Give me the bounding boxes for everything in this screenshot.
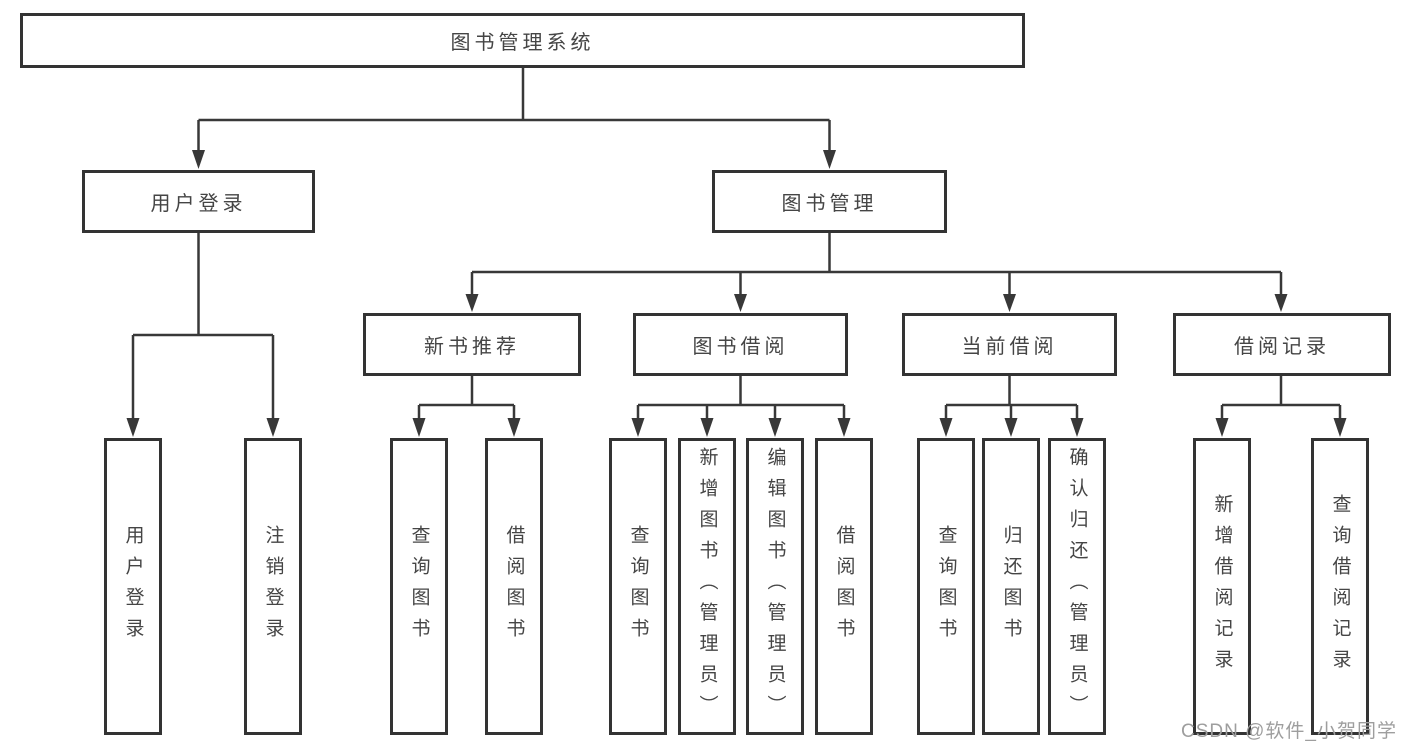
leaf-query-borrow-record: 查询借阅记录 bbox=[1311, 438, 1369, 735]
leaf-borrow-books-recommend: 借阅图书 bbox=[485, 438, 543, 735]
leaf-confirm-return-admin-label: 确认归还（管理员） bbox=[1066, 447, 1088, 726]
leaf-return-books: 归还图书 bbox=[982, 438, 1040, 735]
leaf-query-books-borrowing: 查询图书 bbox=[609, 438, 667, 735]
leaf-add-books-admin-label: 新增图书（管理员） bbox=[696, 447, 718, 726]
leaf-logout-login-label: 注销登录 bbox=[262, 524, 284, 649]
leaf-user-login-label: 用户登录 bbox=[122, 524, 144, 649]
leaf-query-books-borrowing-label: 查询图书 bbox=[627, 524, 649, 649]
leaf-add-borrow-record: 新增借阅记录 bbox=[1193, 438, 1251, 735]
leaf-confirm-return-admin: 确认归还（管理员） bbox=[1048, 438, 1106, 735]
leaf-add-borrow-record-label: 新增借阅记录 bbox=[1211, 493, 1233, 680]
node-current-borrowing-label: 当前借阅 bbox=[961, 336, 1058, 358]
leaf-add-books-admin: 新增图书（管理员） bbox=[678, 438, 736, 735]
leaf-logout-login: 注销登录 bbox=[244, 438, 302, 735]
leaf-borrow-books-borrowing: 借阅图书 bbox=[815, 438, 873, 735]
node-book-management-label: 图书管理 bbox=[781, 193, 878, 215]
leaf-borrow-books-recommend-label: 借阅图书 bbox=[503, 524, 525, 649]
leaf-query-books-current: 查询图书 bbox=[917, 438, 975, 735]
connector-book-borrowing-to-leaves bbox=[631, 376, 851, 437]
node-user-login: 用户登录 bbox=[82, 170, 315, 233]
node-user-login-label: 用户登录 bbox=[150, 193, 247, 215]
node-borrow-records-label: 借阅记录 bbox=[1234, 336, 1330, 358]
node-current-borrowing: 当前借阅 bbox=[902, 313, 1117, 376]
node-book-borrowing: 图书借阅 bbox=[633, 313, 848, 376]
leaf-return-books-label: 归还图书 bbox=[1000, 524, 1022, 649]
connector-root-to-level1 bbox=[192, 66, 836, 169]
leaf-query-books-recommend-label: 查询图书 bbox=[408, 524, 430, 649]
connector-borrow-records-to-leaves bbox=[1215, 376, 1347, 437]
connector-current-borrowing-to-leaves bbox=[939, 376, 1084, 437]
node-new-book-recommendation-label: 新书推荐 bbox=[424, 336, 520, 358]
node-book-management: 图书管理 bbox=[712, 170, 947, 233]
connector-new-book-rec-to-leaves bbox=[412, 376, 521, 437]
node-system-root: 图书管理系统 bbox=[20, 13, 1025, 68]
node-book-borrowing-label: 图书借阅 bbox=[692, 336, 789, 358]
leaf-user-login: 用户登录 bbox=[104, 438, 162, 735]
leaf-edit-books-admin: 编辑图书（管理员） bbox=[746, 438, 804, 735]
leaf-borrow-books-borrowing-label: 借阅图书 bbox=[833, 524, 855, 649]
node-borrow-records: 借阅记录 bbox=[1173, 313, 1391, 376]
leaf-query-books-recommend: 查询图书 bbox=[390, 438, 448, 735]
node-new-book-recommendation: 新书推荐 bbox=[363, 313, 581, 376]
leaf-edit-books-admin-label: 编辑图书（管理员） bbox=[764, 447, 786, 726]
connector-user-login-to-leaves bbox=[126, 233, 280, 437]
leaf-query-books-current-label: 查询图书 bbox=[935, 524, 957, 649]
connector-book-management-to-level2 bbox=[465, 233, 1288, 312]
leaf-query-borrow-record-label: 查询借阅记录 bbox=[1329, 493, 1351, 680]
node-system-root-label: 图书管理系统 bbox=[450, 32, 595, 54]
